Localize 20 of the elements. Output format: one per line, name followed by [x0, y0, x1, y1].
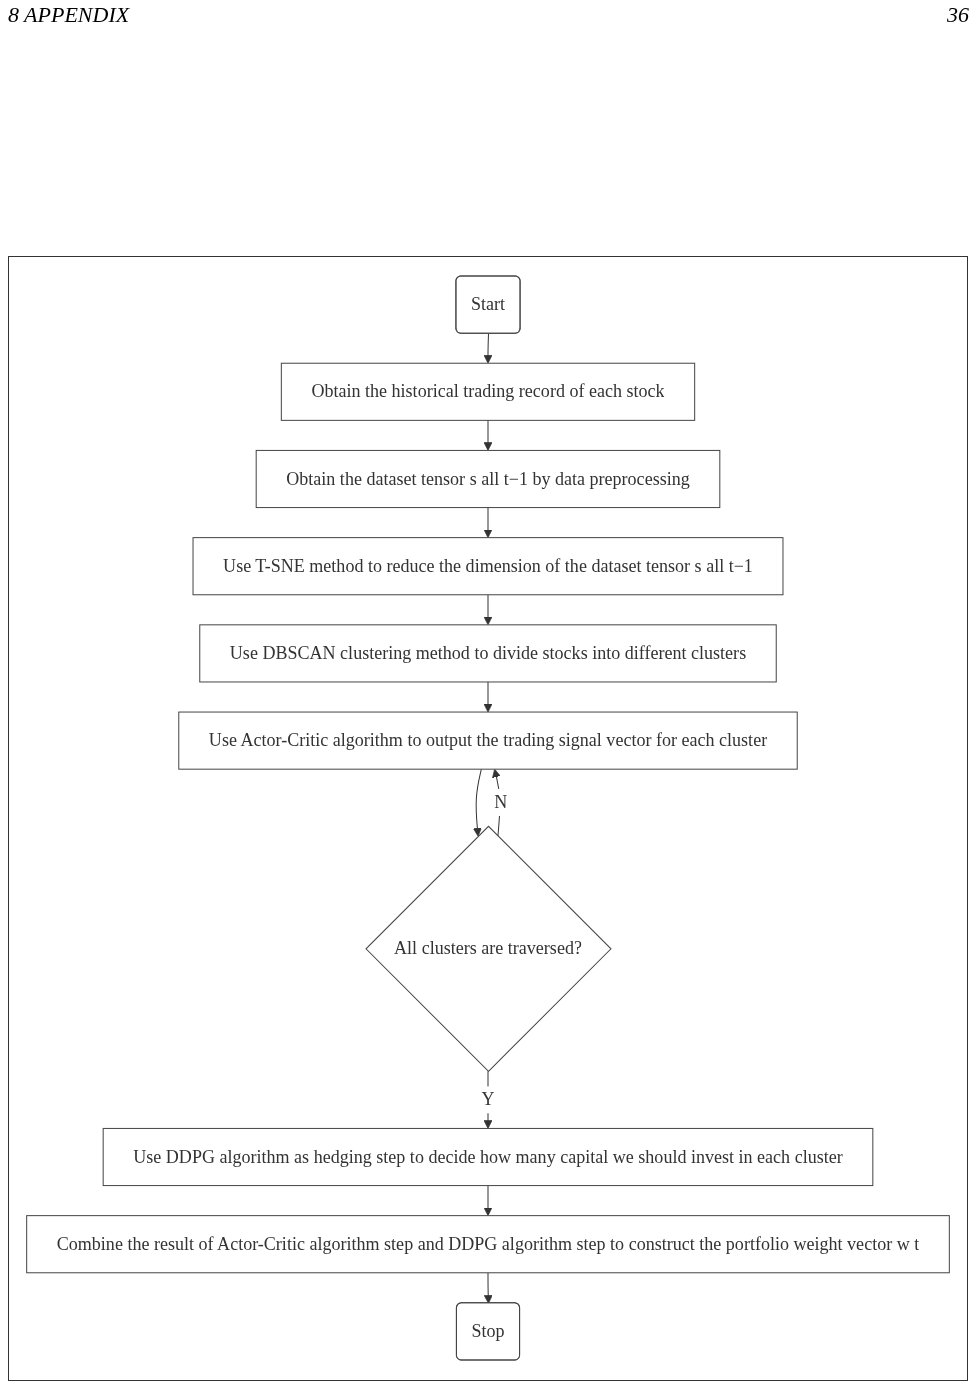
- edge-label: N: [494, 791, 508, 812]
- arrow: [483, 681, 493, 713]
- node-box: Obtain the historical trading record of each stock: [280, 362, 696, 421]
- arrow: [483, 507, 493, 539]
- node-box: Use DBSCAN clustering method to divide stocks into different clusters: [199, 624, 777, 683]
- node-box: Use Actor-Critic algorithm to output the trading signal vector for each cluster: [178, 711, 798, 770]
- arrow: [483, 1185, 493, 1217]
- arrow: [483, 419, 493, 451]
- page-header-text: 8 APPENDIX: [8, 2, 130, 28]
- arrow: [473, 768, 482, 837]
- page-header-text: 36: [947, 2, 969, 28]
- node-box: Obtain the dataset tensor s all t−1 by data preprocessing: [255, 449, 721, 509]
- node-diamond: All clusters are traversed?: [365, 825, 612, 1072]
- arrow: [483, 1272, 493, 1304]
- edge-label: Y: [481, 1089, 495, 1110]
- arrow: [483, 594, 493, 626]
- arrow: [483, 333, 493, 364]
- node-box: Use DDPG algorithm as hedging step to decide how many capital we should invest in each cluster: [102, 1127, 874, 1187]
- node-box: Combine the result of Actor-Critic algorithm step and DDPG algorithm step to construct the portfolio weight vector w t: [26, 1215, 950, 1274]
- node-box: Use T-SNE method to reduce the dimension of the dataset tensor s all t−1: [192, 537, 784, 596]
